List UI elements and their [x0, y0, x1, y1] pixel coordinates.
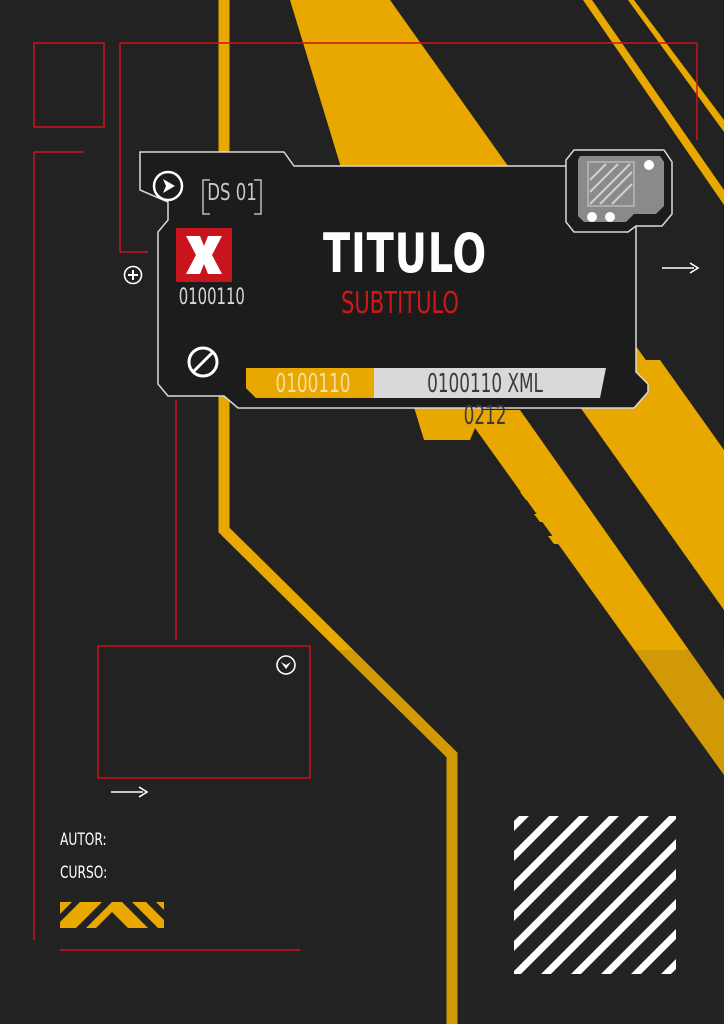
hazard-strip: [60, 902, 164, 928]
plus-circle-icon: [123, 265, 143, 285]
diagonal-stripe-right-1: [575, 400, 724, 610]
page-title: TITULO: [322, 222, 488, 285]
chip-icon: [565, 149, 673, 233]
diagonal-stripe-thin-3: [628, 0, 724, 132]
red-frames: [33, 42, 698, 951]
bar-code-right: 0100110 XML 0212: [427, 369, 543, 431]
hatched-square: [514, 816, 676, 974]
page-subtitle: SUBTITULO: [340, 286, 459, 321]
diagonal-dash-2: [534, 514, 576, 522]
course-field-label: CURSO:: [60, 863, 108, 883]
x-mark-icon: [176, 228, 232, 282]
binary-code-label: 0100110: [178, 285, 245, 310]
arrow-right-icon: [662, 262, 700, 274]
diagonal-dash-1: [520, 492, 562, 500]
badge-label: DS 01: [207, 180, 257, 206]
bar-code-left: 0100110: [275, 369, 351, 399]
code-bar: [246, 368, 606, 398]
no-entry-icon: [187, 346, 219, 378]
arrow-right-icon: [111, 786, 149, 798]
badge-frame: [202, 179, 262, 215]
diagonal-dash-3: [548, 536, 590, 544]
arrow-right-circle-icon: [152, 170, 184, 202]
diagonal-stripe-thin-2: [583, 0, 724, 205]
author-field-label: AUTOR:: [60, 830, 107, 850]
chevron-down-circle-icon: [276, 655, 296, 675]
diagonal-stripe-main-lower: [462, 410, 724, 775]
diagonal-stripe-right-2: [642, 360, 724, 480]
